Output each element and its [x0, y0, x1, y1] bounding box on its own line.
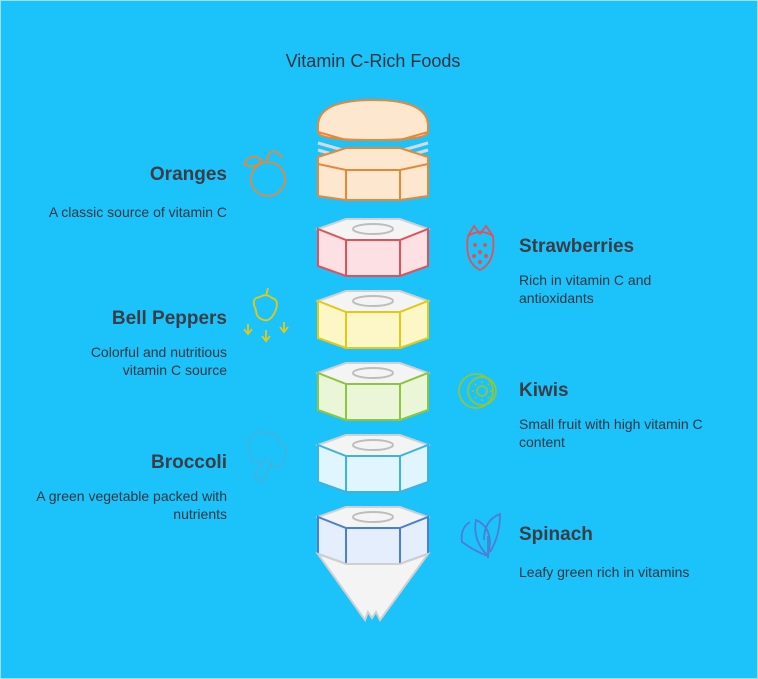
item-desc-strawberries: Rich in vitamin C and antioxidants	[519, 272, 652, 306]
item-title-kiwis: Kiwis	[519, 380, 569, 401]
item-title-strawberries: Strawberries	[519, 236, 635, 257]
stack-piece-oranges	[317, 98, 429, 201]
spinach-icon	[460, 512, 501, 558]
item-title-oranges: Oranges	[149, 164, 227, 185]
stack-piece-bell-peppers	[315, 290, 431, 349]
item-desc-bell-peppers: Colorful and nutritious vitamin C source	[90, 344, 227, 378]
stack-piece-spinach	[315, 506, 431, 623]
stack-piece-strawberries	[315, 218, 431, 277]
item-desc-spinach: Leafy green rich in vitamins	[519, 564, 690, 580]
strawberry-icon	[466, 224, 495, 272]
kiwi-icon	[458, 373, 497, 409]
item-desc-kiwis: Small fruit with high vitamin C content	[519, 416, 703, 450]
item-title-spinach: Spinach	[519, 524, 593, 545]
stack-piece-kiwis	[315, 362, 431, 421]
broccoli-icon	[246, 430, 287, 484]
item-title-bell-peppers: Bell Peppers	[111, 308, 227, 329]
bell-pepper-icon	[243, 287, 289, 343]
orange-icon	[242, 150, 286, 197]
item-desc-oranges: A classic source of vitamin C	[48, 204, 227, 220]
diagram-title: Vitamin C-Rich Foods	[285, 51, 461, 71]
item-title-broccoli: Broccoli	[150, 452, 227, 473]
item-desc-broccoli: A green vegetable packed with nutrients	[36, 488, 227, 522]
stack-piece-broccoli	[315, 434, 431, 493]
